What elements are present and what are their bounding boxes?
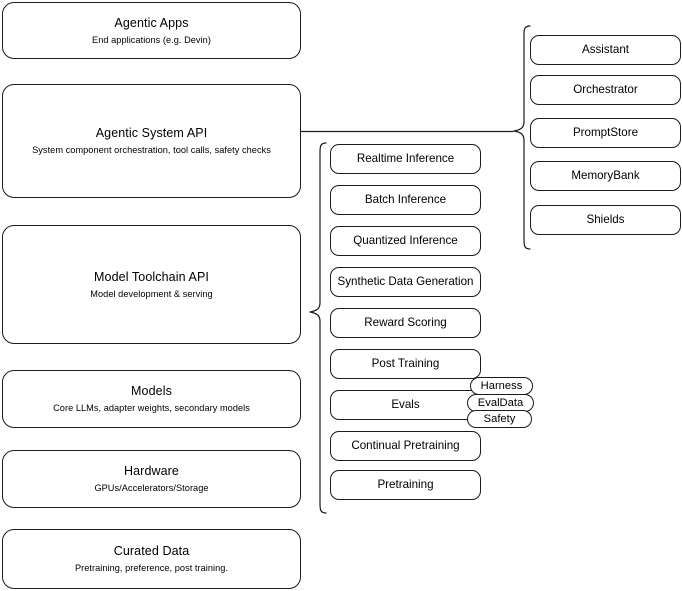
- capability-label: Evals: [391, 398, 420, 411]
- capability-label: Realtime Inference: [356, 152, 455, 165]
- component-label: Shields: [586, 213, 625, 226]
- capability-label: Pretraining: [377, 478, 434, 491]
- evals-chip-label: EvalData: [477, 396, 524, 409]
- layer-agentic-system-api[interactable]: Agentic System API System component orch…: [2, 84, 301, 198]
- capability-evals[interactable]: Evals: [330, 390, 481, 420]
- layer-subtitle: Core LLMs, adapter weights, secondary mo…: [53, 403, 250, 413]
- layer-subtitle: Model development & serving: [90, 288, 213, 299]
- layer-subtitle: Pretraining, preference, post training.: [74, 563, 229, 573]
- capability-label: Batch Inference: [364, 193, 447, 206]
- layer-title: Agentic System API: [95, 126, 208, 140]
- layer-title: Curated Data: [113, 544, 190, 558]
- layer-title: Models: [131, 384, 172, 398]
- layer-hardware[interactable]: Hardware GPUs/Accelerators/Storage: [2, 450, 301, 508]
- connector-system-api-to-components: [300, 125, 516, 139]
- capability-post-training[interactable]: Post Training: [330, 349, 481, 379]
- capability-continual-pretraining[interactable]: Continual Pretraining: [330, 431, 481, 461]
- capability-synthetic-data-generation[interactable]: Synthetic Data Generation: [330, 267, 481, 297]
- layer-model-toolchain-api[interactable]: Model Toolchain API Model development & …: [2, 225, 301, 344]
- layer-title: Model Toolchain API: [94, 269, 209, 284]
- capability-label: Continual Pretraining: [351, 439, 460, 452]
- evals-chip-harness[interactable]: Harness: [470, 377, 533, 395]
- capability-label: Post Training: [371, 357, 440, 370]
- capability-batch-inference[interactable]: Batch Inference: [330, 185, 481, 215]
- capability-label: Reward Scoring: [364, 316, 447, 329]
- component-label: Assistant: [581, 43, 630, 56]
- layer-subtitle: End applications (e.g. Devin): [92, 34, 211, 45]
- evals-chip-label: Harness: [480, 379, 523, 392]
- layer-models[interactable]: Models Core LLMs, adapter weights, secon…: [2, 370, 301, 428]
- layer-curated-data[interactable]: Curated Data Pretraining, preference, po…: [2, 529, 301, 589]
- capability-quantized-inference[interactable]: Quantized Inference: [330, 226, 481, 256]
- capability-realtime-inference[interactable]: Realtime Inference: [330, 144, 481, 174]
- component-label: PromptStore: [572, 126, 639, 139]
- component-shields[interactable]: Shields: [530, 205, 681, 235]
- component-orchestrator[interactable]: Orchestrator: [530, 75, 681, 105]
- component-assistant[interactable]: Assistant: [530, 35, 681, 65]
- layer-subtitle: GPUs/Accelerators/Storage: [94, 483, 209, 493]
- bracket-toolchain-capabilities: [300, 138, 328, 520]
- component-label: MemoryBank: [571, 169, 640, 182]
- layer-title: Agentic Apps: [114, 15, 189, 30]
- evals-chip-safety[interactable]: Safety: [467, 410, 532, 428]
- capability-label: Quantized Inference: [353, 234, 458, 247]
- evals-chip-label: Safety: [483, 412, 516, 425]
- layer-title: Hardware: [124, 464, 179, 478]
- component-label: Orchestrator: [573, 83, 638, 96]
- capability-pretraining[interactable]: Pretraining: [330, 470, 481, 500]
- layer-subtitle: System component orchestration, tool cal…: [32, 145, 271, 155]
- capability-label: Synthetic Data Generation: [337, 275, 474, 288]
- layer-agentic-apps[interactable]: Agentic Apps End applications (e.g. Devi…: [2, 2, 301, 59]
- component-memorybank[interactable]: MemoryBank: [530, 161, 681, 191]
- component-promptstore[interactable]: PromptStore: [530, 118, 681, 148]
- capability-reward-scoring[interactable]: Reward Scoring: [330, 308, 481, 338]
